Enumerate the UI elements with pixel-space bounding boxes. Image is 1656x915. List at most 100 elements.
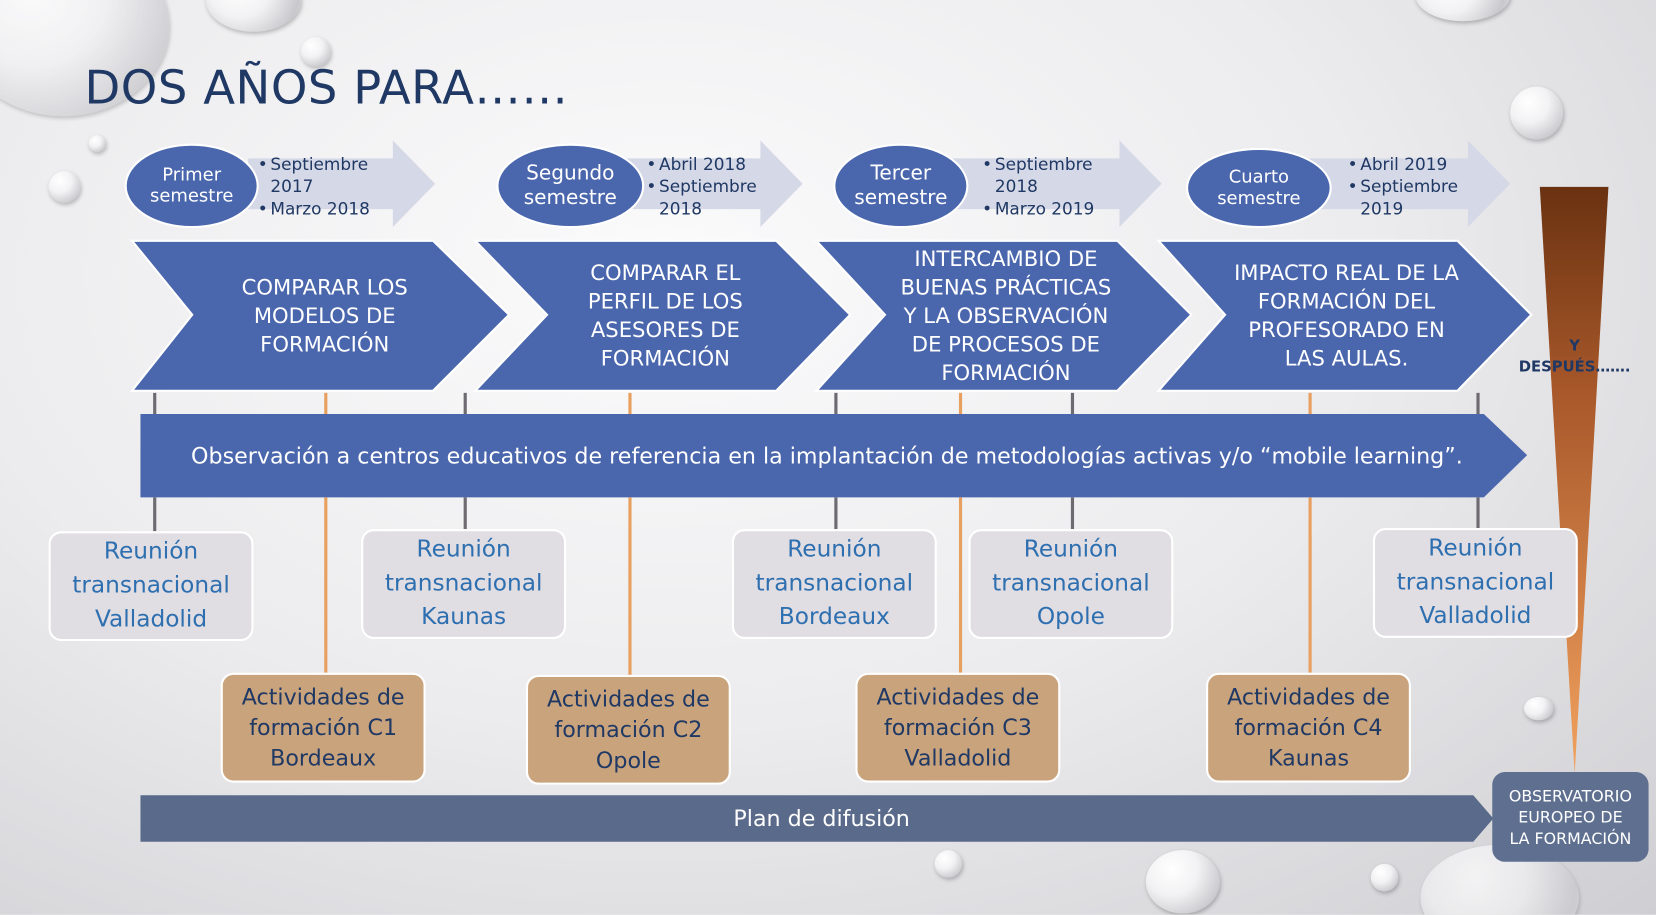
water-drop-decoration (934, 850, 963, 878)
water-drop-decoration (300, 36, 331, 67)
date-item: Marzo 2019 (982, 197, 1119, 219)
semester-3-dates: Septiembre 2018 Marzo 2019 (982, 153, 1119, 220)
activity-city: Valladolid (904, 745, 1012, 771)
cone-arrow-shape (1539, 186, 1609, 775)
connector-line (324, 392, 328, 414)
water-drop-decoration (1145, 850, 1220, 914)
meeting-city: Valladolid (1419, 603, 1532, 630)
date-item: Septiembre 2018 (982, 153, 1119, 197)
page-title: DOS AÑOS PARA…… (84, 61, 569, 116)
connector-line (1476, 392, 1480, 414)
date-item: Septiembre 2019 (1348, 175, 1475, 219)
date-item: Abril 2018 (646, 153, 773, 175)
activity-city: Kaunas (1267, 745, 1350, 771)
activity-label: formación C2 (554, 716, 703, 742)
connector-line (834, 497, 838, 530)
connector-line (1476, 497, 1480, 530)
semester-3-ellipse: Tercer semestre (833, 143, 969, 229)
connector-line (153, 497, 157, 532)
meeting-label: transnacional (992, 570, 1150, 597)
meeting-label: transnacional (384, 570, 543, 597)
date-item: Septiembre 2017 (258, 153, 395, 197)
connector-line (834, 392, 838, 414)
meeting-label: Reunión (103, 538, 199, 566)
water-drop-decoration (1415, 0, 1511, 22)
after-label: Y DESPUÉS……. (1508, 336, 1641, 378)
after-label-line: DESPUÉS……. (1518, 359, 1631, 376)
meeting-label: transnacional (1396, 569, 1555, 596)
goal-chevron (1156, 239, 1533, 392)
semester-2-ellipse: Segundo semestre (496, 143, 645, 229)
date-item: Abril 2019 (1348, 153, 1475, 175)
connector-line (1308, 497, 1312, 673)
observatory-line: OBSERVATORIO (1508, 786, 1632, 806)
connector-line (958, 497, 963, 673)
activity-label: formación C4 (1234, 714, 1383, 740)
meeting-label: Reunión (1428, 535, 1523, 562)
water-drop-decoration (1510, 86, 1564, 140)
meeting-label: transnacional (755, 570, 914, 597)
water-drop-decoration (1370, 863, 1399, 892)
dissemination-text: Plan de difusión (733, 805, 910, 832)
meeting-city: Bordeaux (778, 604, 890, 631)
activity-box: Actividades de formación C3 Valladolid (855, 672, 1061, 783)
connector-line (628, 392, 632, 414)
goal-2-text: COMPARAR EL PERFIL DE LOS ASESORES DE FO… (587, 259, 743, 371)
connector-line (958, 392, 963, 414)
after-label-line: Y (1569, 337, 1580, 355)
meeting-label: Reunión (416, 536, 511, 563)
activity-label: Actividades de (1227, 683, 1390, 710)
observation-arrow (140, 413, 1528, 498)
activity-city: Bordeaux (270, 745, 377, 771)
goal-3-text: INTERCAMBIO DE BUENAS PRÁCTICAS Y LA OBS… (900, 245, 1112, 385)
semester-4-dates: Abril 2019 Septiembre 2019 (1348, 153, 1475, 220)
water-drop-decoration (48, 171, 81, 203)
connector-line (463, 497, 467, 530)
goal-chevron (472, 239, 852, 392)
observatory-line: EUROPEO DE (1518, 807, 1623, 827)
goal-chevron (129, 239, 511, 392)
goal-1-text: COMPARAR LOS MODELOS DE FORMACIÓN (241, 274, 408, 357)
water-drop-decoration (88, 135, 106, 153)
activity-box: Actividades de formación C2 Opole (525, 674, 731, 785)
meeting-label: Reunión (1023, 536, 1119, 563)
water-drop-decoration (1523, 697, 1554, 721)
connector-line (324, 497, 328, 673)
semester-4-ellipse: Cuarto semestre (1186, 147, 1332, 229)
activity-box: Actividades de formación C4 Kaunas (1206, 672, 1411, 783)
connector-line (1070, 392, 1075, 414)
connector-line (153, 392, 157, 414)
observatory-line: LA FORMACIÓN (1509, 828, 1632, 848)
activity-city: Opole (595, 747, 661, 773)
goal-4-text: IMPACTO REAL DE LA FORMACIÓN DEL PROFESO… (1234, 259, 1459, 371)
connector-line (463, 392, 467, 414)
date-item: Septiembre 2018 (646, 175, 773, 219)
meeting-city: Opole (1036, 604, 1105, 631)
activity-box: Actividades de formación C1 Bordeaux (220, 672, 426, 783)
activity-label: Actividades de (546, 685, 710, 712)
meeting-label: Reunión (787, 536, 882, 563)
activity-label: formación C3 (883, 714, 1032, 740)
activity-label: Actividades de (241, 683, 405, 710)
semester-1-dates: Septiembre 2017 Marzo 2018 (258, 153, 395, 220)
meeting-city: Kaunas (421, 604, 507, 631)
activity-label: Actividades de (876, 683, 1040, 710)
connector-line (1070, 497, 1075, 530)
connector-line (1308, 392, 1312, 414)
dissemination-arrow (140, 795, 1494, 842)
date-item: Marzo 2018 (258, 197, 395, 219)
semester-2-dates: Abril 2018 Septiembre 2018 (646, 153, 773, 220)
goal-chevron (813, 239, 1193, 392)
observation-text: Observación a centros educativos de refe… (191, 443, 1463, 469)
semester-1-ellipse: Primer semestre (124, 143, 259, 229)
meeting-city: Valladolid (94, 606, 208, 633)
activity-label: formación C1 (249, 714, 398, 740)
